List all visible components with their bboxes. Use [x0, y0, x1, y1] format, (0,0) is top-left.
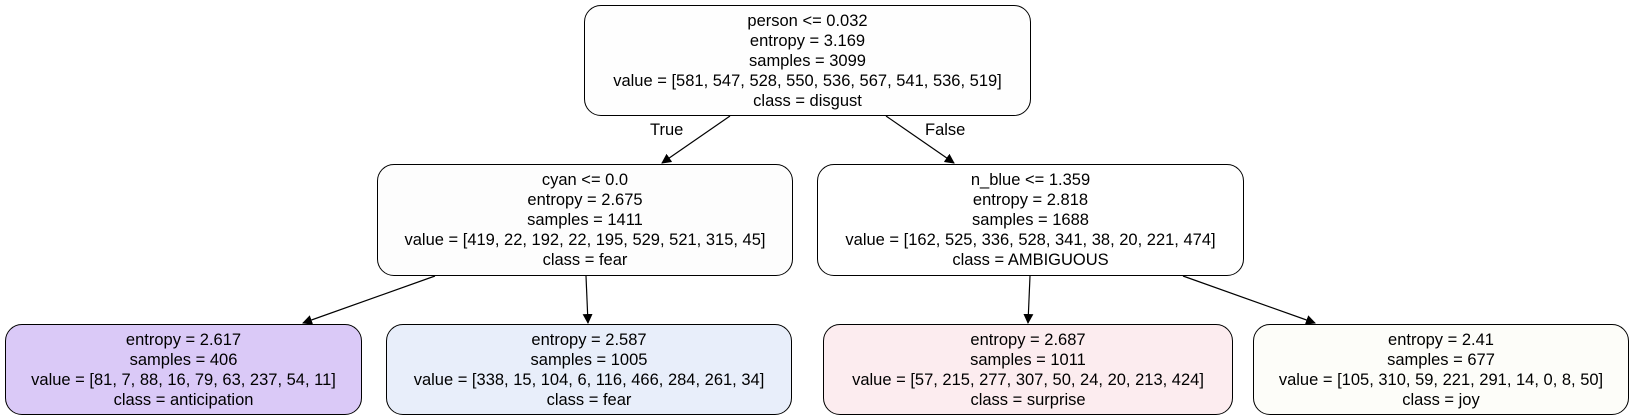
leaf-joy: entropy = 2.41 samples = 677 value = [10…: [1253, 324, 1629, 415]
leaf-joy-samples: samples = 677: [1387, 350, 1495, 369]
node-right-split: n_blue <= 1.359: [970, 171, 1091, 189]
node-root-class: class = disgust: [753, 91, 862, 110]
node-right: n_blue <= 1.359 entropy = 2.818 samples …: [817, 164, 1244, 276]
leaf-fear-samples: samples = 1005: [530, 350, 648, 369]
leaf-fear-class: class = fear: [546, 390, 632, 409]
edge-root-to-right: [885, 115, 955, 164]
node-left-class: class = fear: [542, 251, 628, 269]
node-left-entropy: entropy = 2.675: [527, 191, 643, 209]
node-root-value: value = [581, 547, 528, 550, 536, 567, 5…: [613, 71, 1002, 90]
edge-right-to-leaf-surprise: [1023, 275, 1034, 324]
node-right-value: value = [162, 525, 336, 528, 341, 38, 20…: [845, 231, 1216, 249]
node-root-entropy: entropy = 3.169: [749, 31, 866, 50]
node-right-class: class = AMBIGUOUS: [952, 251, 1109, 269]
node-left-split: cyan <= 0.0: [541, 171, 629, 189]
edge-label-true: True: [650, 121, 684, 139]
edge-left-to-leaf-fear: [582, 275, 593, 324]
node-root-split: person <= 0.032: [747, 11, 868, 30]
leaf-fear-entropy: entropy = 2.587: [531, 330, 647, 349]
leaf-fear-value: value = [338, 15, 104, 6, 116, 466, 284,…: [413, 370, 765, 389]
node-left: cyan <= 0.0 entropy = 2.675 samples = 14…: [377, 164, 793, 276]
node-left-samples: samples = 1411: [527, 211, 643, 229]
node-right-entropy: entropy = 2.818: [972, 191, 1089, 209]
edge-root-to-left: [661, 115, 731, 164]
leaf-surprise-entropy: entropy = 2.687: [970, 330, 1086, 349]
node-root: person <= 0.032 entropy = 3.169 samples …: [584, 5, 1031, 116]
edge-left-to-leaf-anticipation: [302, 275, 436, 325]
leaf-fear: entropy = 2.587 samples = 1005 value = […: [386, 324, 792, 415]
edge-right-to-leaf-joy: [1182, 275, 1316, 325]
leaf-anticipation-value: value = [81, 7, 88, 16, 79, 63, 237, 54,…: [31, 370, 336, 389]
leaf-anticipation-class: class = anticipation: [113, 390, 254, 409]
leaf-joy-entropy: entropy = 2.41: [1388, 330, 1494, 349]
leaf-surprise-value: value = [57, 215, 277, 307, 50, 24, 20, …: [852, 370, 1204, 389]
node-left-value: value = [419, 22, 192, 22, 195, 529, 521…: [404, 231, 766, 249]
node-root-samples: samples = 3099: [749, 51, 866, 70]
leaf-anticipation: entropy = 2.617 samples = 406 value = [8…: [5, 324, 362, 415]
leaf-joy-value: value = [105, 310, 59, 221, 291, 14, 0, …: [1278, 370, 1604, 389]
leaf-joy-class: class = joy: [1402, 390, 1480, 409]
node-right-samples: samples = 1688: [972, 211, 1089, 229]
leaf-surprise: entropy = 2.687 samples = 1011 value = […: [823, 324, 1233, 415]
leaf-anticipation-samples: samples = 406: [129, 350, 238, 369]
edge-label-false: False: [925, 121, 966, 139]
leaf-anticipation-entropy: entropy = 2.617: [125, 330, 242, 349]
leaf-surprise-class: class = surprise: [970, 390, 1086, 409]
leaf-surprise-samples: samples = 1011: [970, 350, 1086, 369]
